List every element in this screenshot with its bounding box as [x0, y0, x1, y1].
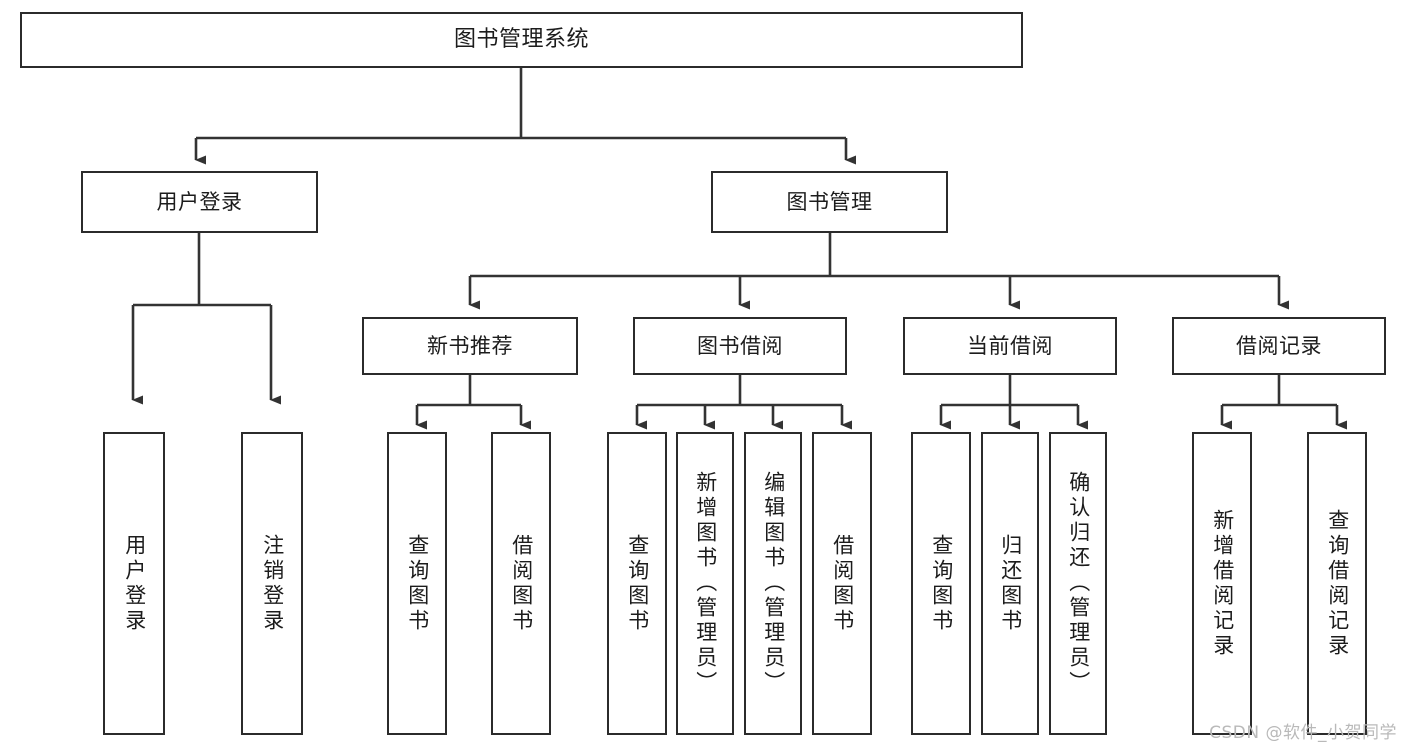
- leaf-current-borrow-return[interactable]: 归还图书: [981, 432, 1039, 735]
- node-label: 图书借阅: [697, 333, 783, 358]
- leaf-book-borrow-borrow[interactable]: 借阅图书: [812, 432, 872, 735]
- leaf-new-book-borrow[interactable]: 借阅图书: [491, 432, 551, 735]
- node-label: 用户登录: [122, 533, 147, 634]
- leaf-current-borrow-confirm[interactable]: 确认归还（管理员）: [1049, 432, 1107, 735]
- node-label: 新书推荐: [427, 333, 513, 358]
- node-label: 借阅图书: [509, 533, 534, 634]
- node-borrow-record[interactable]: 借阅记录: [1172, 317, 1386, 375]
- leaf-user-login-logout[interactable]: 注销登录: [241, 432, 303, 735]
- node-label: 查询图书: [929, 533, 954, 634]
- node-label: 查询图书: [405, 533, 430, 634]
- node-label: 图书管理系统: [453, 27, 589, 53]
- leaf-book-borrow-add[interactable]: 新增图书（管理员）: [676, 432, 734, 735]
- node-label: 编辑图书（管理员）: [761, 471, 786, 696]
- leaf-borrow-record-query[interactable]: 查询借阅记录: [1307, 432, 1367, 735]
- node-label: 归还图书: [998, 533, 1023, 634]
- node-label: 查询图书: [625, 533, 650, 634]
- leaf-book-borrow-query[interactable]: 查询图书: [607, 432, 667, 735]
- node-label: 借阅记录: [1236, 333, 1322, 358]
- node-label: 新增图书（管理员）: [693, 471, 718, 696]
- leaf-new-book-query[interactable]: 查询图书: [387, 432, 447, 735]
- node-current-borrow[interactable]: 当前借阅: [903, 317, 1117, 375]
- node-label: 用户登录: [156, 189, 243, 214]
- node-label: 确认归还（管理员）: [1066, 471, 1091, 696]
- watermark-text: CSDN @软件_小贺同学: [1209, 723, 1397, 743]
- node-new-book-recommend[interactable]: 新书推荐: [362, 317, 578, 375]
- node-label: 注销登录: [260, 533, 285, 634]
- node-book-management[interactable]: 图书管理: [711, 171, 948, 233]
- node-label: 当前借阅: [967, 333, 1053, 358]
- leaf-current-borrow-query[interactable]: 查询图书: [911, 432, 971, 735]
- node-label: 新增借阅记录: [1210, 508, 1235, 659]
- node-label: 图书管理: [786, 189, 873, 214]
- node-book-borrow[interactable]: 图书借阅: [633, 317, 847, 375]
- leaf-borrow-record-add[interactable]: 新增借阅记录: [1192, 432, 1252, 735]
- node-label: 查询借阅记录: [1325, 508, 1350, 659]
- leaf-book-borrow-edit[interactable]: 编辑图书（管理员）: [744, 432, 802, 735]
- node-label: 借阅图书: [830, 533, 855, 634]
- node-root-system[interactable]: 图书管理系统: [20, 12, 1023, 68]
- node-user-login[interactable]: 用户登录: [81, 171, 318, 233]
- leaf-user-login-login[interactable]: 用户登录: [103, 432, 165, 735]
